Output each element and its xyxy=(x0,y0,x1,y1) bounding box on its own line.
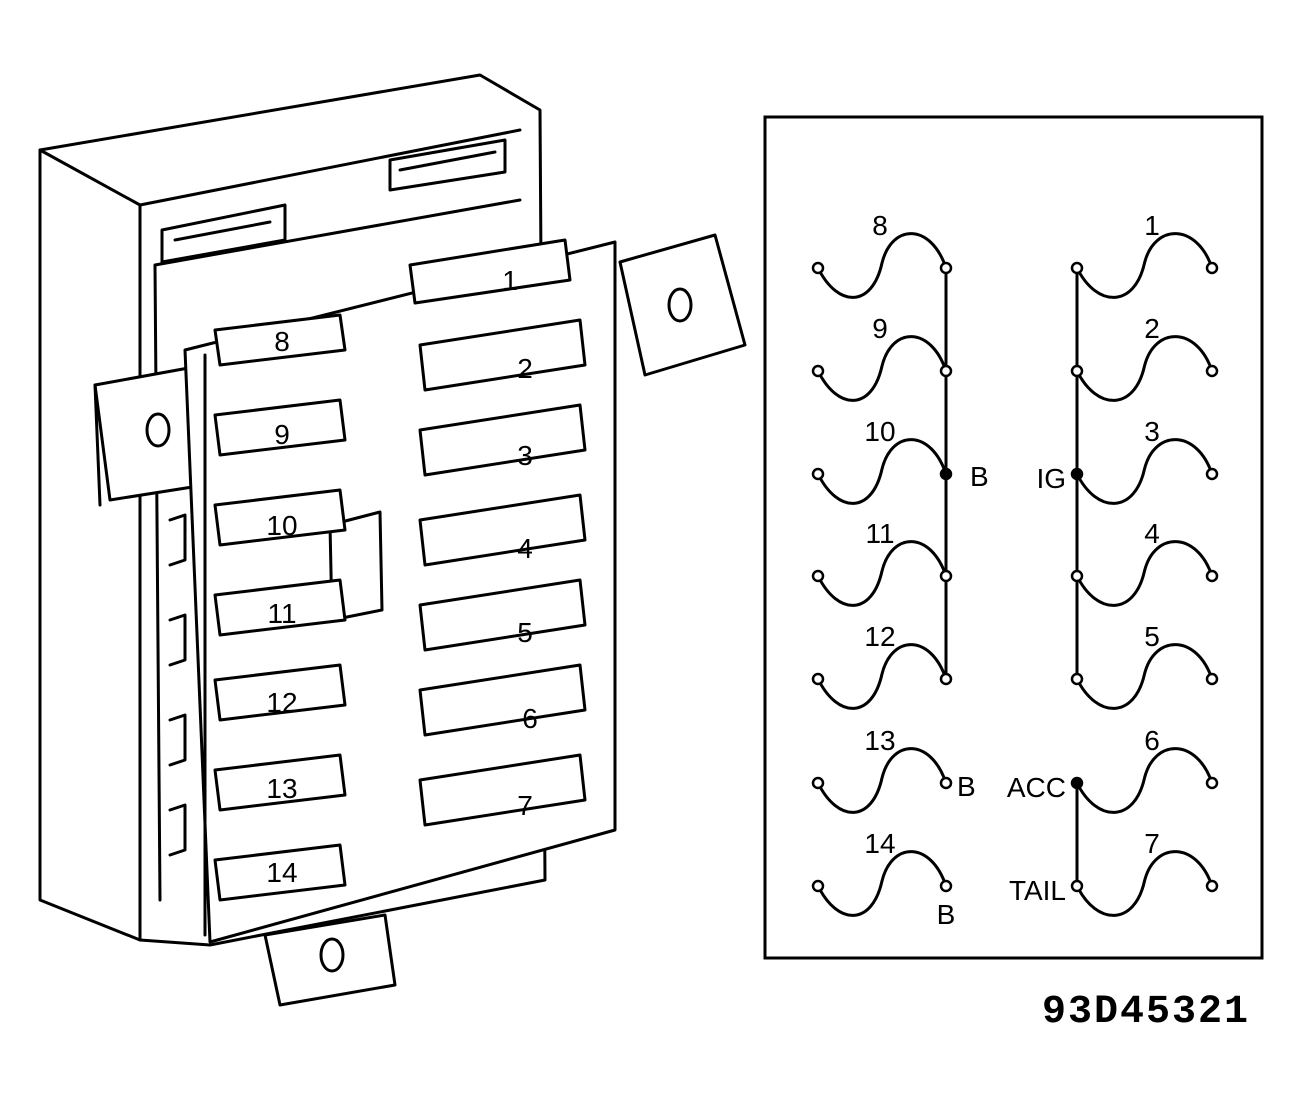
fuse-label: 11 xyxy=(267,598,296,629)
housing-top xyxy=(138,128,522,207)
bottom-bracket xyxy=(263,913,397,1007)
schematic-fuse-12: 12 xyxy=(811,621,953,710)
schematic-terminal-tag: TAIL xyxy=(1009,875,1066,906)
schematic-fuse-number: 9 xyxy=(872,313,888,344)
fuse-label: 2 xyxy=(517,353,533,384)
fuse-column-right: 1 2 3 4 5 6 7 xyxy=(408,238,587,827)
fuse-11[interactable]: 11 xyxy=(213,578,347,637)
schematic-fuse-3: 3IG xyxy=(1036,416,1219,505)
fuse-label: 9 xyxy=(274,419,290,450)
schematic-fuse-number: 13 xyxy=(864,725,895,756)
schematic-fuse-1: 1 xyxy=(1070,210,1219,299)
fuse-5[interactable]: 5 xyxy=(418,578,587,652)
fuse-label: 5 xyxy=(517,617,533,648)
right-bracket xyxy=(618,233,747,377)
schematic-fuse-number: 8 xyxy=(872,210,888,241)
schematic-fuse-13: 13B xyxy=(811,725,976,814)
fuse-10[interactable]: 10 xyxy=(213,488,347,547)
schematic-fuse-5: 5 xyxy=(1070,621,1219,710)
fuse-box-illustration: 8 9 10 11 12 13 xyxy=(38,73,747,1007)
schematic-fuse-2: 2 xyxy=(1070,313,1219,402)
fuse-label: 13 xyxy=(266,773,297,804)
schematic-terminal-tag: B xyxy=(937,899,956,930)
schematic-fuse-number: 11 xyxy=(865,518,894,549)
schematic-frame xyxy=(763,115,1264,960)
schematic-fuse-8: 8 xyxy=(811,210,953,299)
schematic-fuse-number: 12 xyxy=(864,621,895,652)
fuse-12[interactable]: 12 xyxy=(213,663,347,722)
schematic-fuse-9: 9 xyxy=(811,313,953,402)
housing-inner-rim xyxy=(153,198,522,902)
fuse-label: 7 xyxy=(517,790,533,821)
fuse-3[interactable]: 3 xyxy=(418,403,587,477)
fuse-2[interactable]: 2 xyxy=(418,318,587,392)
fuse-7[interactable]: 7 xyxy=(418,753,587,827)
schematic-terminal-tag: B xyxy=(957,771,976,802)
schematic-fuse-number: 1 xyxy=(1144,210,1160,241)
schematic-terminal-tag: B xyxy=(970,461,989,492)
side-clips xyxy=(168,513,187,857)
fuse-label: 1 xyxy=(502,265,518,296)
top-connectors xyxy=(160,138,507,264)
schematic-terminal-tag: ACC xyxy=(1007,772,1066,803)
fuse-label: 14 xyxy=(266,857,297,888)
fuse-1[interactable]: 1 xyxy=(408,238,572,305)
fuse-column-left: 8 9 10 11 12 13 xyxy=(213,313,347,902)
fuse-label: 4 xyxy=(517,533,533,564)
fuse-label: 10 xyxy=(266,510,297,541)
reference-code: 93D45321 xyxy=(1042,990,1250,1035)
fuse-9[interactable]: 9 xyxy=(213,398,347,457)
fuse-label: 12 xyxy=(266,687,297,718)
fuse-label: 8 xyxy=(274,326,290,357)
schematic-fuse-10: 10B xyxy=(811,416,989,505)
fuse-label: 6 xyxy=(522,703,538,734)
schematic-fuse-11: 11 xyxy=(811,518,953,607)
fuse-6[interactable]: 6 xyxy=(418,663,587,737)
schematic-fuse-number: 7 xyxy=(1144,828,1160,859)
schematic-fuse-number: 2 xyxy=(1144,313,1160,344)
schematic-fuse-number: 14 xyxy=(864,828,895,859)
schematic-fuse-number: 3 xyxy=(1144,416,1160,447)
schematic-terminal-tag: IG xyxy=(1036,463,1066,494)
fuse-4[interactable]: 4 xyxy=(418,493,587,567)
schematic-fuse-14: 14B xyxy=(811,828,956,930)
schematic-fuse-number: 4 xyxy=(1144,518,1160,549)
schematic-fuse-number: 5 xyxy=(1144,621,1160,652)
fuse-8[interactable]: 8 xyxy=(213,313,347,367)
schematic-fuse-number: 6 xyxy=(1144,725,1160,756)
fuse-13[interactable]: 13 xyxy=(213,753,347,812)
schematic-fuse-number: 10 xyxy=(864,416,895,447)
fuse-label: 3 xyxy=(517,440,533,471)
fuse-14[interactable]: 14 xyxy=(213,843,347,902)
schematic-fuse-4: 4 xyxy=(1070,518,1219,607)
